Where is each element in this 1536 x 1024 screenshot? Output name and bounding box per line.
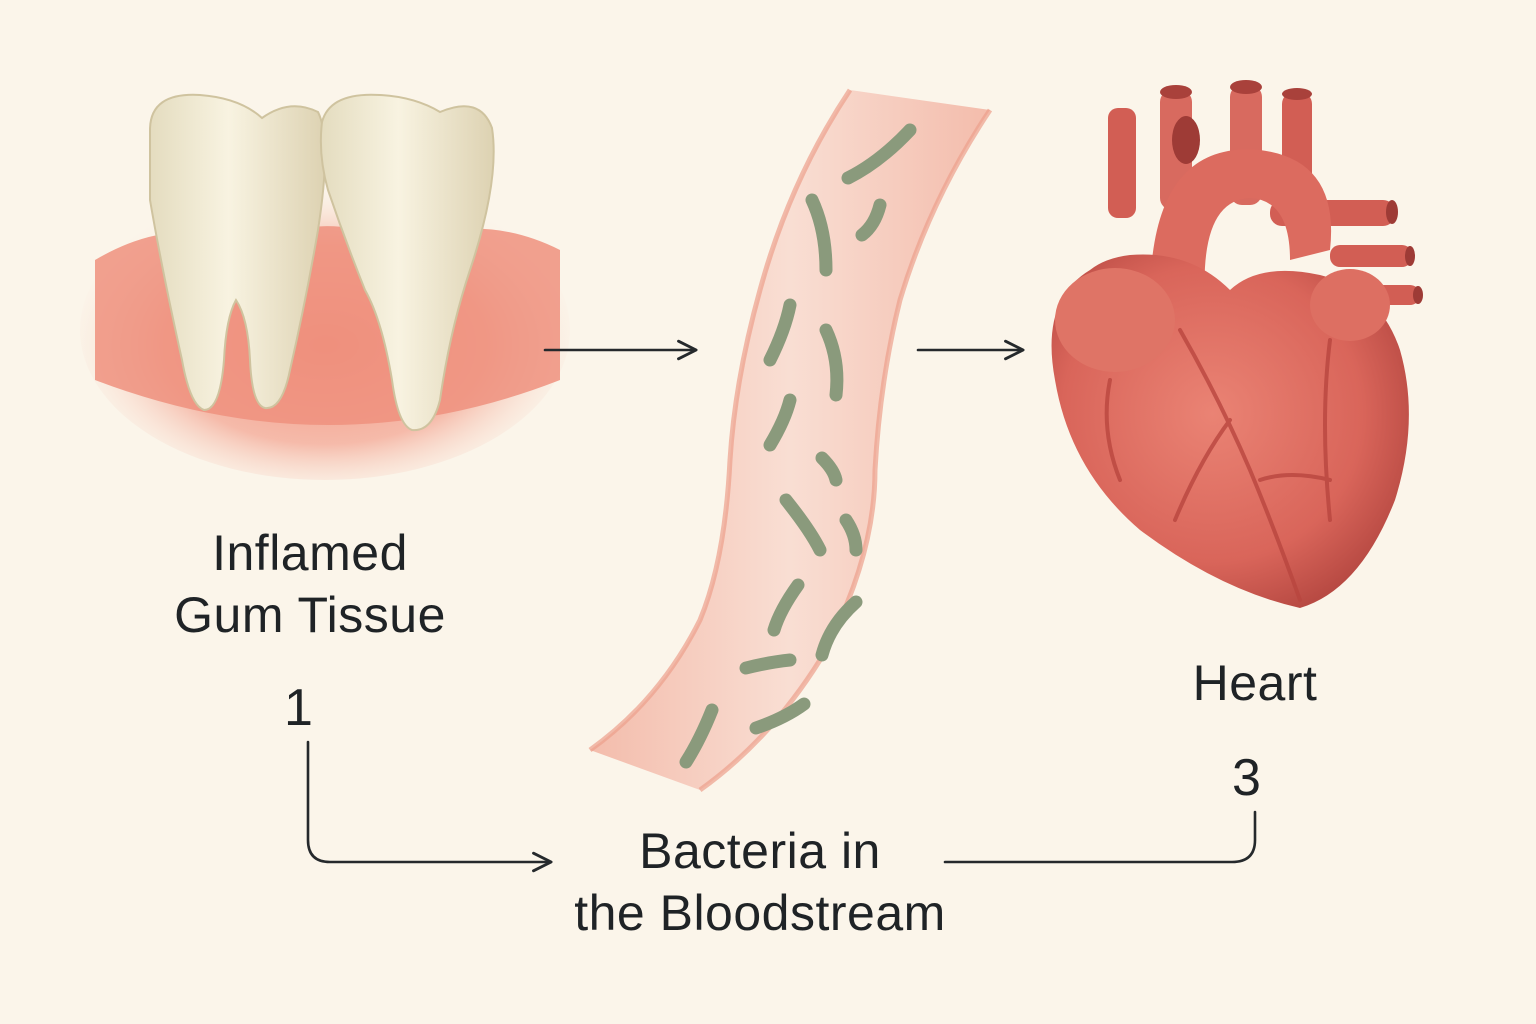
connector-bloodstream-to-step3 [943,810,1257,864]
bloodstream-label-line-1: Bacteria in [639,823,881,879]
blood-vessel-bacteria-icon [588,88,993,793]
flow-arrows [306,339,1257,873]
step-number-3: 3 [1232,749,1261,807]
gum-label-line-1: Inflamed [212,525,408,581]
bloodstream-label-line-2: the Bloodstream [574,885,946,941]
heart-label: Heart [1130,652,1380,714]
teeth-gum-icon [80,93,570,480]
gum-tissue-label: Inflamed Gum Tissue [110,522,510,646]
connector-step1-to-bloodstream [306,740,553,873]
heart-icon [1051,80,1423,608]
bloodstream-label: Bacteria in the Bloodstream [520,820,1000,944]
heart-label-line-1: Heart [1192,655,1318,711]
step-number-1: 1 [284,679,313,737]
gum-label-line-2: Gum Tissue [174,587,446,643]
